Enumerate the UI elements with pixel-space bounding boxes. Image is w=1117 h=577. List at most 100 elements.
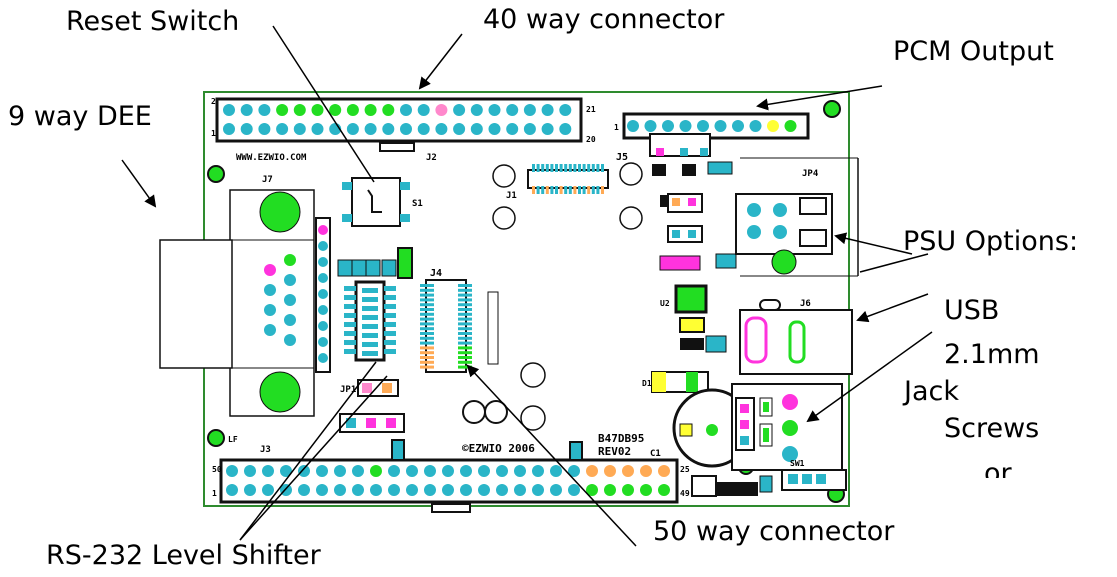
j4-pad [420, 351, 434, 355]
ic-pad [344, 313, 356, 318]
j4-pad [420, 298, 434, 302]
pcm-output-label: PCM Output [893, 36, 1054, 67]
j1-pad [564, 186, 568, 194]
dee-pin [284, 294, 296, 306]
connector-40-pin [382, 123, 395, 135]
pcm-output-pin [644, 120, 657, 132]
connector-50-pin [334, 484, 346, 496]
j1-pad [601, 186, 604, 194]
connector-40-pin [293, 104, 306, 116]
connector-40-pin [470, 123, 483, 135]
reset-switch-leader [272, 25, 375, 183]
connector-40-pin [470, 104, 483, 116]
svg-text:JP1: JP1 [340, 385, 356, 395]
ic-pin [362, 324, 378, 329]
connector-40-pin [523, 123, 536, 135]
connector-50-pin [244, 465, 256, 477]
pcm-output-pin [627, 120, 639, 132]
connector-40-pin [364, 123, 377, 135]
connector-40-pin [541, 104, 554, 116]
svg-text:J4: J4 [430, 268, 442, 279]
j1-pad [596, 164, 600, 172]
j1-pad [545, 186, 549, 194]
connector-50-pin [316, 465, 328, 477]
connector-50-pin [406, 484, 418, 496]
j1-pad [587, 164, 591, 172]
svg-text:U2: U2 [660, 299, 670, 308]
connector-50-pin [226, 465, 238, 477]
connector-40-pin [240, 123, 253, 135]
j1-pad [545, 164, 549, 172]
connector-40-way-pins [223, 104, 572, 135]
connector-40-pin [559, 104, 572, 116]
j4-pad [420, 356, 434, 359]
j4-pad [420, 332, 434, 335]
connector-40-pin [523, 104, 536, 116]
j1-pad [555, 164, 558, 172]
dee-pin [264, 284, 276, 296]
j4-pad [458, 293, 472, 297]
j4-pad [420, 360, 434, 364]
connector-50-pin [514, 484, 526, 496]
j4-pad [420, 336, 434, 340]
connector-40-pin [488, 104, 501, 116]
ic-pin [362, 306, 378, 311]
j1-pad [573, 164, 577, 172]
pcm-output-pin [662, 120, 674, 132]
dee-pin [284, 334, 296, 346]
connector-50-pin [406, 465, 418, 477]
connector-50-pin [334, 465, 346, 477]
or-label: or [984, 460, 1012, 478]
j1-pad [564, 164, 568, 172]
connector-40-pin [506, 104, 519, 116]
svg-text:JP4: JP4 [802, 169, 819, 179]
connector-40-pin [506, 123, 519, 135]
j1-pad [587, 186, 591, 194]
dee-pin [284, 314, 296, 326]
pcm-output-pin [679, 120, 692, 132]
connector-40-pin [559, 123, 572, 135]
connector-40-pin [453, 104, 466, 116]
connector-50-pin [658, 465, 670, 477]
j4-pad [458, 356, 472, 359]
dee-9-label: 9 way DEE [8, 101, 152, 132]
j4-pad [458, 317, 472, 321]
connector-50-pin [460, 484, 472, 496]
connector-50-pin [586, 465, 598, 477]
svg-text:21: 21 [586, 105, 596, 114]
ic-pad [344, 331, 356, 336]
connector-50-pin [586, 484, 598, 496]
usb-label: USB [944, 295, 1000, 326]
j4-pad [458, 303, 472, 307]
svg-text:S1: S1 [412, 199, 423, 209]
connector-50-pin [478, 484, 490, 496]
connector-40-leader [418, 33, 463, 90]
mounting-hole [207, 429, 225, 447]
pcm-output-pin [732, 120, 744, 132]
j1-pad [573, 186, 577, 194]
svg-text:49: 49 [680, 489, 690, 498]
connector-50-pin [388, 484, 400, 496]
ic-pin [362, 342, 378, 347]
j1-pad [568, 186, 572, 194]
connector-40-pin [400, 104, 412, 116]
reset-switch-label: Reset Switch [66, 6, 240, 37]
pcm-output-leader [756, 85, 883, 111]
connector-50-pin [622, 465, 634, 477]
connector-50-pin [532, 484, 544, 496]
j6-pin [318, 225, 328, 235]
j1-pad [591, 164, 595, 172]
jack-size-label: 2.1mm [944, 339, 1040, 370]
svg-text:C1: C1 [650, 449, 661, 459]
connector-50-pin [316, 484, 328, 496]
svg-text:1: 1 [614, 123, 619, 132]
connector-50-pin [622, 484, 634, 496]
board-id: B47DB95 [598, 432, 644, 445]
svg-text:J2: J2 [426, 153, 437, 163]
connector-50-pin [424, 484, 436, 496]
passive-components [337, 133, 773, 497]
j6-pin [318, 337, 328, 347]
connector-50-pin [532, 465, 544, 477]
connector-40-pin [346, 104, 359, 116]
